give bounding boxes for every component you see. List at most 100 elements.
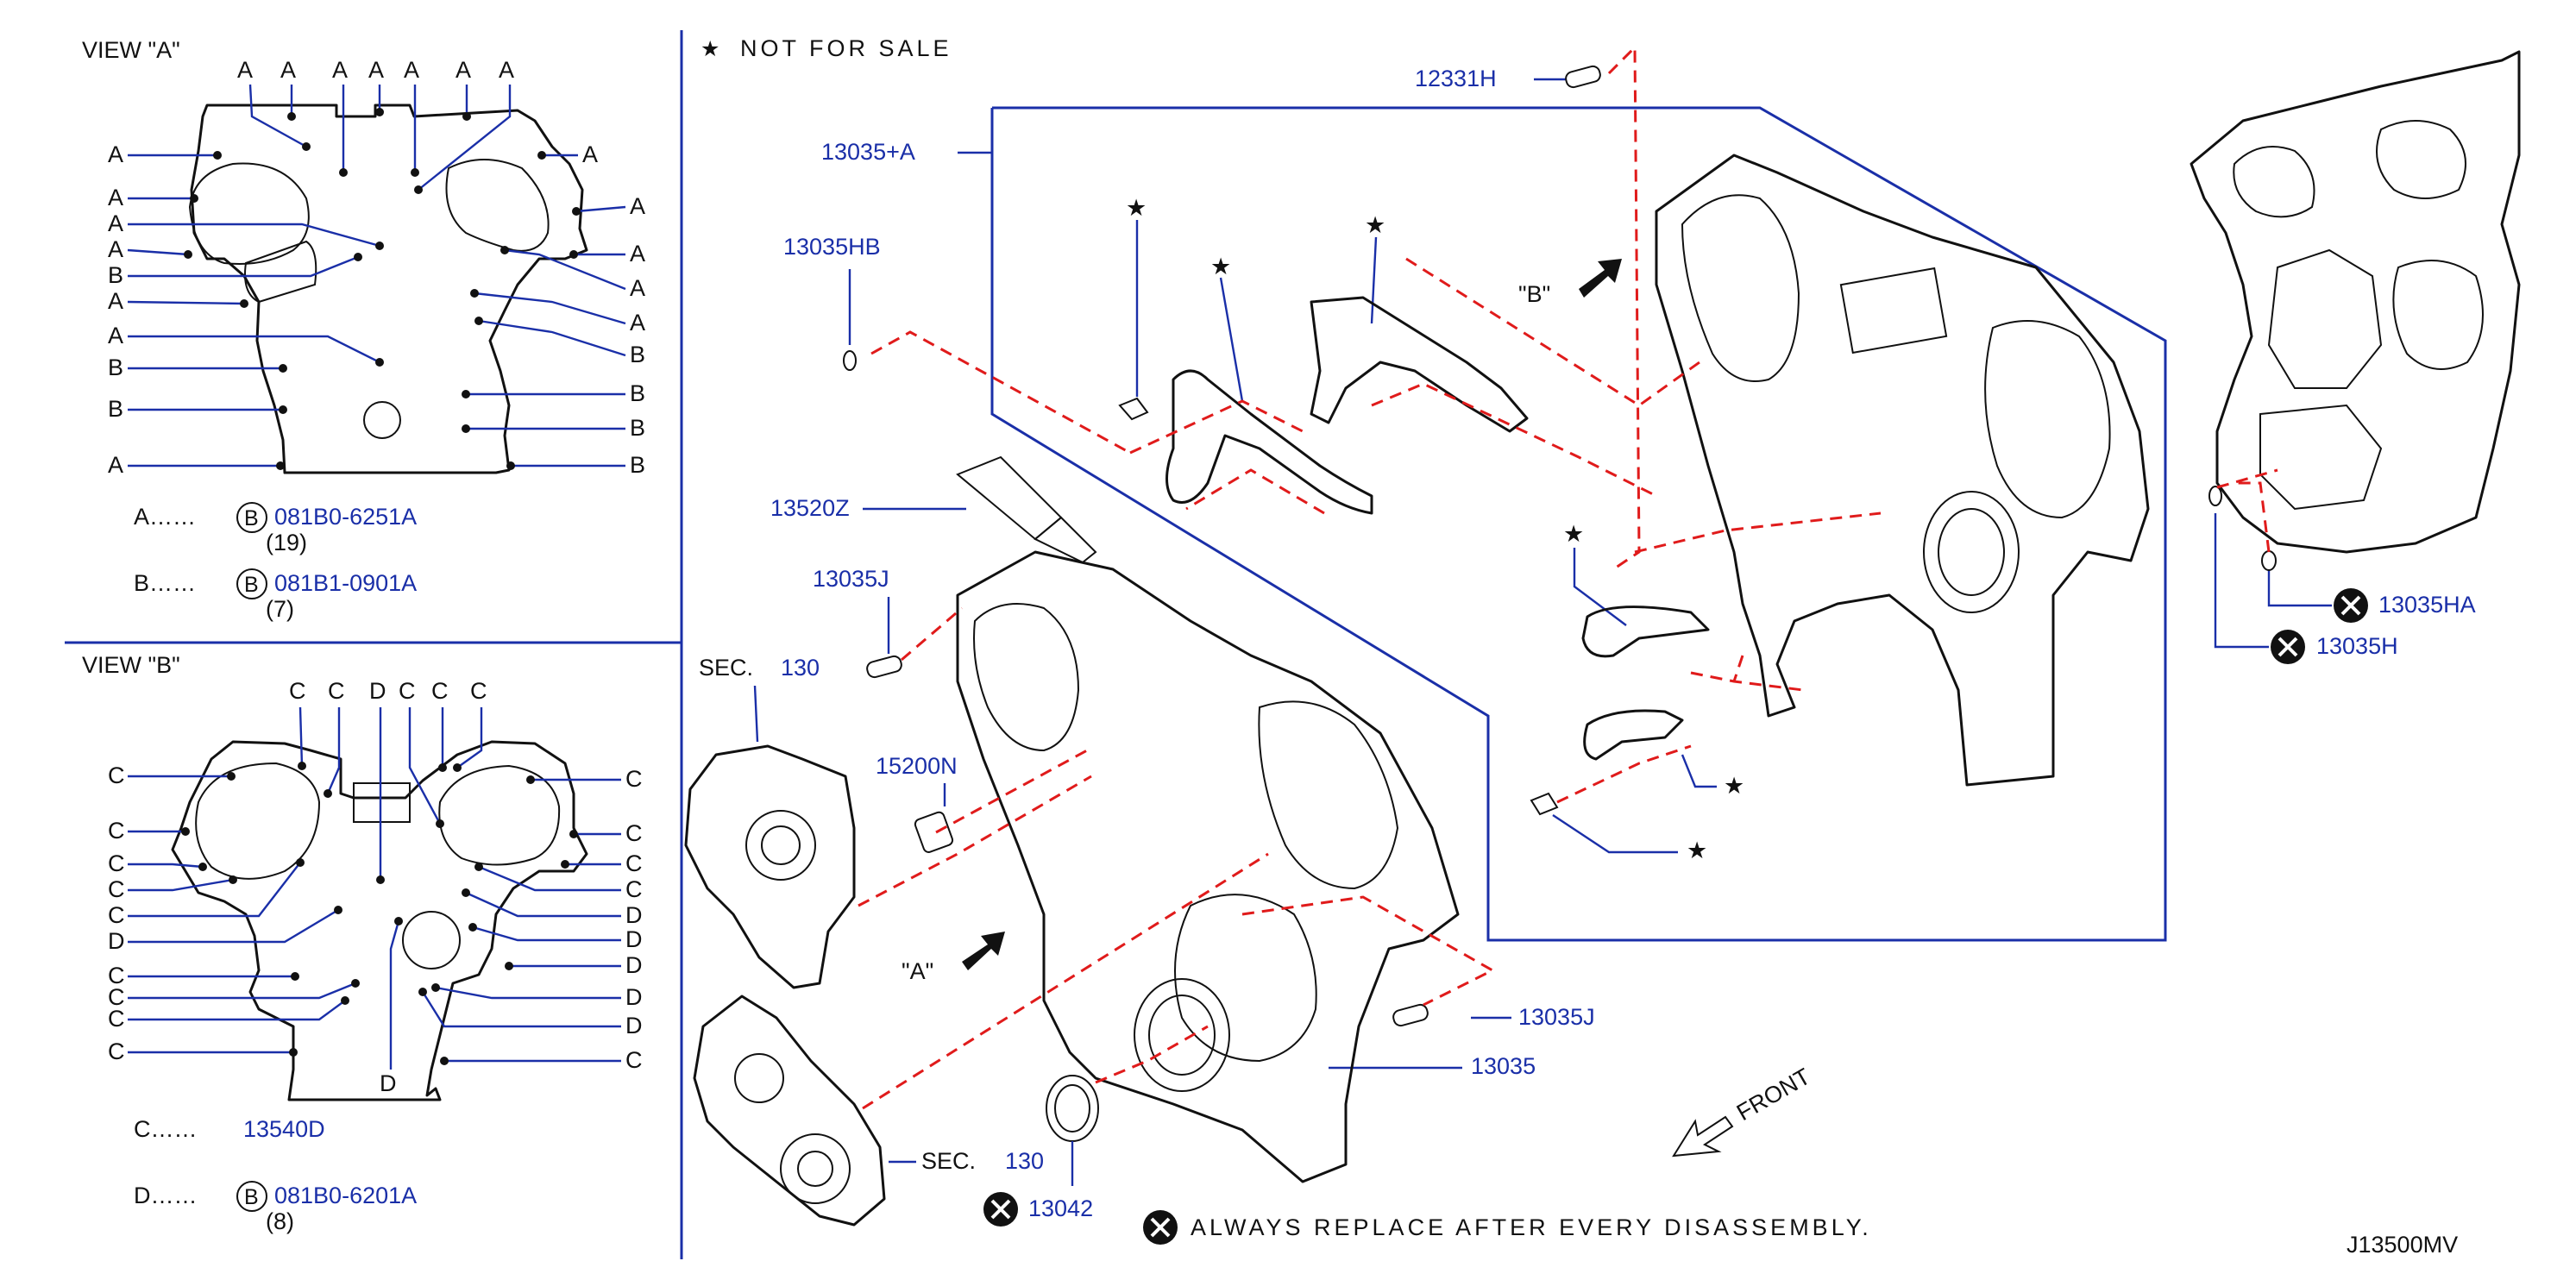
star-marker: ★: [1210, 254, 1231, 279]
view-b-right-window: [438, 764, 561, 866]
view-b-letter-c: C: [108, 902, 125, 928]
view-a-letter-a: A: [499, 57, 514, 83]
view-a-key-b-circle: [236, 568, 267, 599]
view-b-letter-c: C: [328, 678, 345, 704]
view-b-letter-c: C: [625, 876, 643, 902]
assembly-frame: [990, 106, 2167, 942]
view-b-key-d-qty: (8): [266, 1208, 294, 1234]
view-a-letter-a: A: [404, 57, 419, 83]
view-b-letter-c: C: [108, 963, 125, 988]
replace-icon-13042: [983, 1192, 1018, 1227]
view-a-letter-b: B: [108, 355, 123, 380]
water-pump-lower: [693, 995, 886, 1227]
leader: [418, 85, 512, 191]
water-pump-upper: [684, 744, 856, 989]
star-marker: ★: [1365, 212, 1385, 238]
view-b-title: VIEW "B": [82, 652, 180, 678]
callout-13035: 13035: [1471, 1053, 1536, 1079]
view-b-letter-c: C: [470, 678, 487, 704]
not-for-sale-note: NOT FOR SALE: [740, 35, 952, 61]
view-a-letter-a: A: [332, 57, 348, 83]
view-b-letter-c: C: [625, 820, 643, 846]
view-b-arrow: [1579, 259, 1622, 298]
view-a-key-b-prefix: B……: [134, 570, 196, 596]
view-a-arrow: [962, 932, 1005, 970]
view-a-right-window: [445, 159, 550, 252]
view-a-letter-b: B: [630, 452, 645, 478]
gasket-left-lower: [1165, 369, 1373, 515]
callout-13035HA: 13035HA: [2378, 592, 2476, 618]
o-ring-13035H: [2208, 486, 2222, 506]
view-a-letter-a: A: [108, 236, 123, 262]
view-a-letter-a: A: [108, 452, 123, 478]
view-a-letter-a: A: [108, 210, 123, 236]
view-b-letter-c: C: [108, 1038, 125, 1064]
view-a-letter-a: A: [630, 310, 645, 336]
view-b-letter-d: D: [625, 1013, 643, 1038]
view-a-left-window: [188, 162, 310, 265]
view-a-letter-a: A: [108, 288, 123, 314]
gasket-left-upper: [1310, 296, 1529, 433]
view-b-ref: "B": [1518, 281, 1550, 307]
view-a-panel: VIEW "A" A A A A A A A A A A: [82, 37, 645, 622]
view-b-letter-d: D: [625, 926, 643, 952]
view-b-cover-outline: [171, 740, 588, 1101]
filter-15200N: [914, 811, 954, 853]
sealant-tube-13520Z: [956, 455, 1097, 564]
view-b-letter-d: D: [625, 902, 643, 928]
sec130-bottom-label: SEC.: [921, 1148, 976, 1174]
star-marker: ★: [1687, 838, 1707, 863]
view-a-letter-a: A: [456, 57, 471, 83]
view-b-letter-c: C: [108, 818, 125, 844]
view-a-key-b-part: 081B1-0901A: [274, 570, 417, 596]
view-a-letter-a: A: [108, 323, 123, 348]
view-a-key-b-qty: (7): [266, 596, 294, 622]
view-a-letter-b: B: [630, 380, 645, 406]
view-b-rect-opening: [353, 782, 411, 823]
view-a-letter-a: A: [108, 141, 123, 167]
view-a-letter-a: A: [280, 57, 296, 83]
engine-block-sketch: [2190, 50, 2521, 554]
view-a-letter-a: A: [630, 241, 645, 267]
view-a-key-a-part: 081B0-6251A: [274, 504, 417, 530]
star-marker: ★: [1724, 773, 1744, 799]
dowel-13035J-bottom: [1392, 1003, 1429, 1027]
leader: [248, 84, 307, 148]
view-b-letter-d: D: [625, 984, 643, 1010]
bolt-lower: [1530, 792, 1559, 816]
view-b-key-d-part: 081B0-6201A: [274, 1183, 417, 1208]
callout-13035-plus-a: 13035+A: [821, 139, 915, 165]
view-b-center-hole: [402, 911, 461, 969]
view-b-letter-c: C: [399, 678, 416, 704]
view-a-letter-a: A: [368, 57, 384, 83]
view-b-letter-d: D: [380, 1070, 397, 1096]
callout-13035H: 13035H: [2316, 633, 2398, 659]
view-b-left-window: [195, 762, 321, 880]
star-marker: ★: [1126, 195, 1147, 221]
view-b-key-c-part: 13540D: [243, 1116, 325, 1142]
view-a-key-a-circle-letter: B: [244, 506, 259, 530]
replace-icon-legend: [1143, 1210, 1178, 1245]
diagram-id: J13500MV: [2347, 1232, 2458, 1258]
view-a-letter-a: A: [108, 185, 123, 210]
front-label: FRONT: [1732, 1064, 1815, 1126]
view-b-key-d-prefix: D……: [134, 1183, 198, 1208]
view-a-letter-a: A: [630, 193, 645, 219]
view-a-key-a-circle: [236, 502, 267, 533]
view-b-panel: VIEW "B" C C D C C C C C C C C D C C: [82, 652, 643, 1234]
callout-13520Z: 13520Z: [770, 495, 850, 521]
callout-15200N: 15200N: [876, 753, 958, 779]
sec130-top-number: 130: [781, 655, 820, 681]
callout-13035HB: 13035HB: [783, 234, 881, 260]
view-a-key-a-prefix: A……: [134, 504, 196, 530]
star-marker: ★: [1563, 521, 1584, 547]
view-a-letter-a: A: [582, 141, 598, 167]
view-a-letter-b: B: [108, 396, 123, 422]
front-timing-cover-13035: [956, 550, 1460, 1183]
view-a-letter-b: B: [630, 342, 645, 367]
view-b-letter-c: C: [108, 1006, 125, 1032]
star-symbol: ★: [701, 37, 719, 61]
view-b-key-d-circle-letter: B: [244, 1185, 259, 1209]
view-b-letter-d: D: [108, 928, 125, 954]
